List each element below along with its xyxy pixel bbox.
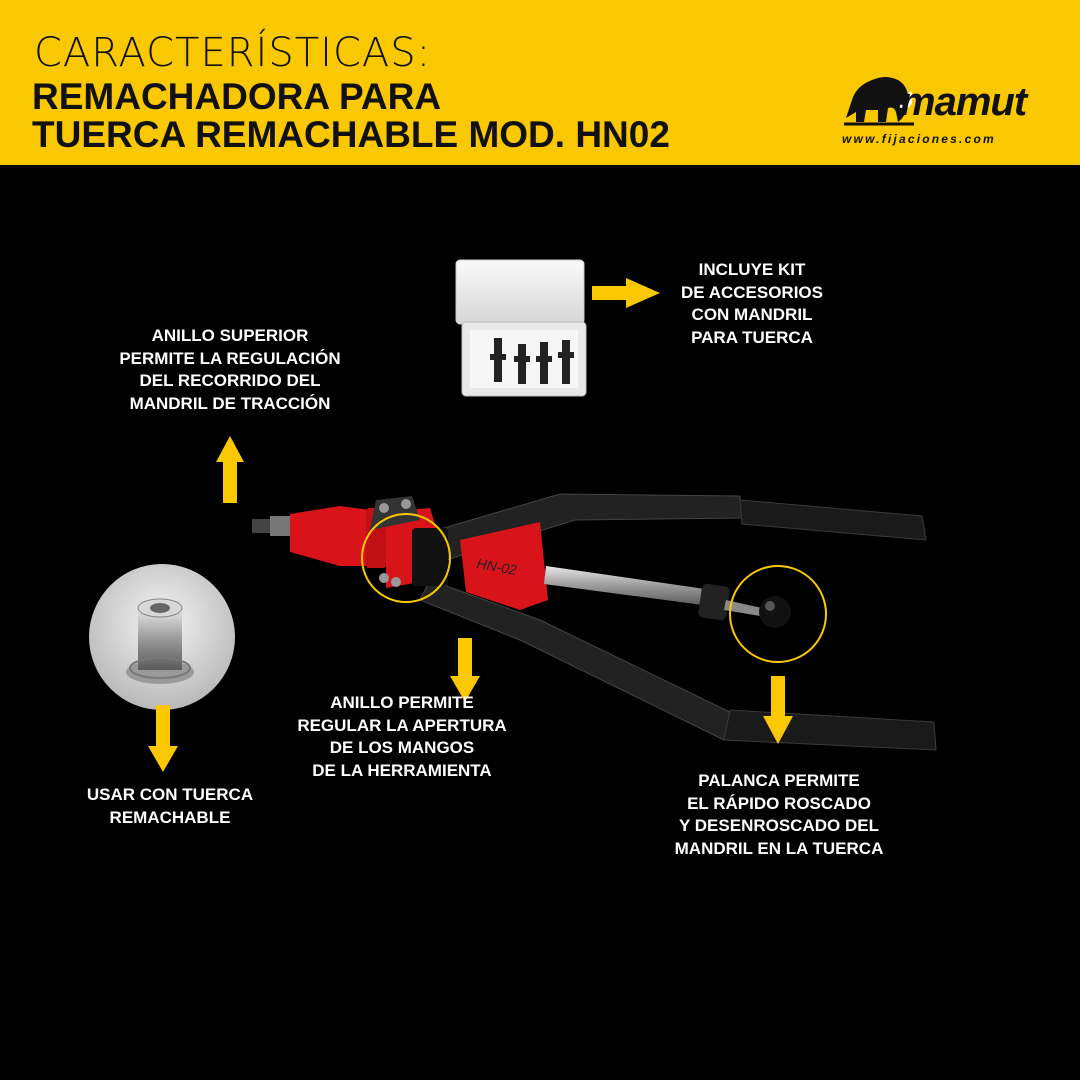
accessory-kit-box — [455, 259, 587, 397]
logo-url: www.fijaciones.com — [842, 132, 996, 146]
callout-kit: INCLUYE KIT DE ACCESORIOS CON MANDRIL PA… — [642, 259, 862, 349]
callout-nut-line1: USAR CON TUERCA — [86, 785, 254, 804]
arrow-down-nut — [148, 705, 178, 772]
callout-top-ring-line1: ANILLO SUPERIOR — [151, 326, 309, 345]
callout-kit-line4: PARA TUERCA — [691, 327, 813, 347]
arrow-up-top-ring — [216, 436, 244, 503]
rivet-nut-image — [89, 564, 235, 710]
highlight-circle-lever — [729, 565, 827, 663]
callout-lever-line4: MANDRIL EN LA TUERCA — [674, 838, 884, 858]
callout-handle-ring-line3: DE LOS MANGOS — [329, 738, 475, 757]
header-subtitle-line1: REMACHADORA PARA — [32, 76, 442, 117]
callout-kit-line3: CON MANDRIL — [691, 305, 813, 324]
callout-top-ring-line2: PERMITE LA REGULACIÓN — [119, 348, 341, 368]
header-subtitle-line2: TUERCA REMACHABLE MOD. HN02 — [32, 114, 670, 155]
header-title: CARACTERÍSTICAS: — [34, 30, 432, 76]
header-banner: CARACTERÍSTICAS: REMACHADORA PARA TUERCA… — [0, 0, 1080, 165]
header-subtitle: REMACHADORA PARA TUERCA REMACHABLE MOD. … — [32, 78, 670, 154]
callout-top-ring-line3: DEL RECORRIDO DEL — [139, 371, 321, 390]
callout-lever-line3: Y DESENROSCADO DEL — [679, 816, 879, 835]
callout-handle-ring-line4: DE LA HERRAMIENTA — [312, 760, 492, 780]
riveter-tool-image: HN-02 — [252, 493, 937, 751]
arrow-down-lever — [763, 676, 793, 744]
logo-wordmark: mamut — [900, 80, 1027, 124]
mammoth-icon — [844, 77, 914, 126]
callout-lever: PALANCA PERMITE EL RÁPIDO ROSCADO Y DESE… — [649, 770, 909, 860]
arrow-down-handle-ring — [450, 638, 480, 702]
callout-top-ring: ANILLO SUPERIOR PERMITE LA REGULACIÓN DE… — [90, 325, 370, 415]
callout-handle-ring-line2: REGULAR LA APERTURA — [297, 715, 507, 735]
callout-top-ring-line4: MANDRIL DE TRACCIÓN — [129, 393, 331, 413]
callout-lever-line2: EL RÁPIDO ROSCADO — [687, 793, 871, 813]
model-marking: HN-02 — [475, 555, 518, 578]
callout-kit-line2: DE ACCESORIOS — [680, 282, 823, 302]
brand-logo: mamut www.fijaciones.com — [838, 66, 1044, 152]
callout-handle-ring-line1: ANILLO PERMITE — [330, 693, 474, 712]
callout-nut: USAR CON TUERCA REMACHABLE — [60, 784, 280, 829]
highlight-circle-ring — [361, 513, 451, 603]
callout-nut-line2: REMACHABLE — [109, 807, 231, 827]
arrow-right-kit — [592, 278, 660, 308]
callout-kit-line1: INCLUYE KIT — [698, 260, 806, 279]
callout-lever-line1: PALANCA PERMITE — [698, 771, 860, 790]
callout-handle-ring: ANILLO PERMITE REGULAR LA APERTURA DE LO… — [272, 692, 532, 782]
